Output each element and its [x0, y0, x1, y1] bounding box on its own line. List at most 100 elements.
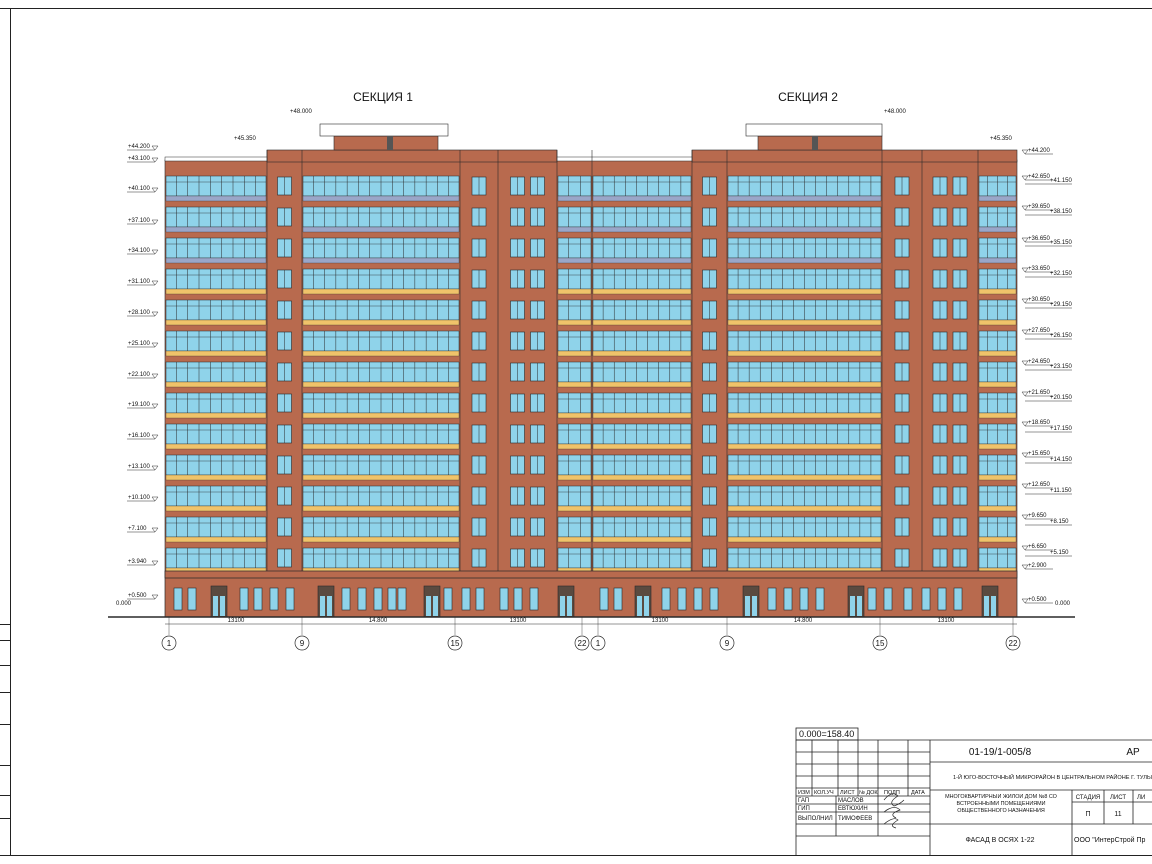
level-mark-right: +33.650 [1028, 266, 1051, 272]
balcony-panel [302, 474, 460, 481]
ground-window [173, 587, 183, 611]
door-glass [220, 596, 225, 616]
balcony-panel [727, 195, 882, 202]
balcony-panel [302, 288, 460, 295]
level-mark-right-upper: +32.150 [1050, 271, 1073, 277]
balcony-panel [165, 257, 267, 264]
balcony-panel [302, 536, 460, 543]
level-triangle [1021, 421, 1029, 427]
loggia-glazing [165, 206, 267, 228]
door-glass [984, 596, 989, 616]
loggia-glazing [165, 547, 267, 569]
balcony-panel [978, 474, 1017, 481]
level-triangle [1021, 598, 1029, 604]
level-roof-left: +48.000 [290, 109, 313, 115]
level-mark-right: +36.650 [1028, 236, 1051, 242]
level-mark-left: +19.100 [128, 402, 151, 408]
section-1-upper [266, 149, 558, 163]
loggia-glazing [592, 299, 692, 321]
level-mark-right: +18.650 [1028, 420, 1051, 426]
balcony-panel [302, 443, 460, 450]
level-triangle [1021, 452, 1029, 458]
level-triangle [1021, 360, 1029, 366]
loggia-glazing [165, 237, 267, 259]
level-mark-right-upper: +17.150 [1050, 426, 1073, 432]
door-glass [991, 596, 996, 616]
level-mark-left: +37.100 [128, 218, 151, 224]
level-mark-left: +16.100 [128, 433, 151, 439]
balcony-panel [592, 257, 692, 264]
level-triangle [1021, 205, 1029, 211]
roof-ladder-1 [387, 136, 393, 150]
balcony-panel [592, 195, 692, 202]
balcony-panel [557, 257, 592, 264]
axis-bubble [872, 635, 888, 651]
axis-label: 1 [167, 639, 172, 648]
loggia-glazing [592, 175, 692, 197]
sheet-frame-bottom [0, 855, 1152, 856]
section-1-title: СЕКЦИЯ 1 [353, 90, 413, 104]
door-glass [857, 596, 862, 616]
ground-window [815, 587, 825, 611]
loggia-glazing [592, 237, 692, 259]
balcony-panel [165, 536, 267, 543]
axis-label: 9 [300, 639, 305, 648]
dimension-label: 13100 [228, 618, 245, 624]
balcony-panel [727, 350, 882, 357]
loggia-glazing [165, 392, 267, 414]
level-marks: +44.200+43.100+40.100+37.100+34.100+31.1… [127, 144, 1073, 604]
level-mark-right: +44.200 [1028, 148, 1051, 154]
loggia-glazing [557, 361, 592, 383]
loggia-glazing [557, 268, 592, 290]
ground-window [921, 587, 931, 611]
balcony-panel [165, 474, 267, 481]
parapet-left [164, 156, 268, 162]
side-tick [0, 795, 10, 796]
level-mark-right: +12.650 [1028, 482, 1051, 488]
balcony-panel [557, 195, 592, 202]
level-triangle [151, 465, 159, 471]
axis-label: 1 [596, 639, 601, 648]
ground-window [357, 587, 367, 611]
loggia-glazing [557, 423, 592, 445]
balcony-panel [165, 226, 267, 233]
level-mark-right-upper: +35.150 [1050, 240, 1073, 246]
ground-window [341, 587, 351, 611]
balcony-panel [978, 195, 1017, 202]
balcony-panel [592, 350, 692, 357]
level-triangle [1021, 564, 1029, 570]
parapet-middle [556, 156, 693, 162]
door-glass [637, 596, 642, 616]
balcony-panel [302, 350, 460, 357]
roof-railing-2 [745, 123, 883, 137]
level-mark-right: +0.500 [1028, 597, 1047, 603]
ground-window [783, 587, 793, 611]
level-mark-left: +7.100 [128, 526, 147, 532]
loggia-glazing [592, 516, 692, 538]
balcony-panel [592, 443, 692, 450]
balcony-panel [727, 412, 882, 419]
loggia-glazing [592, 454, 692, 476]
ground-window [253, 587, 263, 611]
loggia-glazing [592, 268, 692, 290]
level-mark-right-upper: +14.150 [1050, 457, 1073, 463]
loggia-glazing [592, 485, 692, 507]
balcony-panel [978, 505, 1017, 512]
balcony-panel [557, 505, 592, 512]
balcony-panel [557, 412, 592, 419]
axis-bubble [294, 635, 310, 651]
sheet-frame-left [10, 8, 11, 856]
dimension-label: 13100 [652, 618, 669, 624]
level-mark-left: +34.100 [128, 248, 151, 254]
balcony-panel [165, 443, 267, 450]
section-2-upper [691, 149, 1018, 163]
loggia-glazing [557, 206, 592, 228]
door-glass [560, 596, 565, 616]
level-mark-right-upper: +41.150 [1050, 178, 1073, 184]
axis-label: 15 [451, 639, 460, 648]
balcony-panel [557, 288, 592, 295]
level-mark-left: +31.100 [128, 279, 151, 285]
loggia-glazing [592, 547, 692, 569]
door-glass [320, 596, 325, 616]
balcony-panel [302, 505, 460, 512]
